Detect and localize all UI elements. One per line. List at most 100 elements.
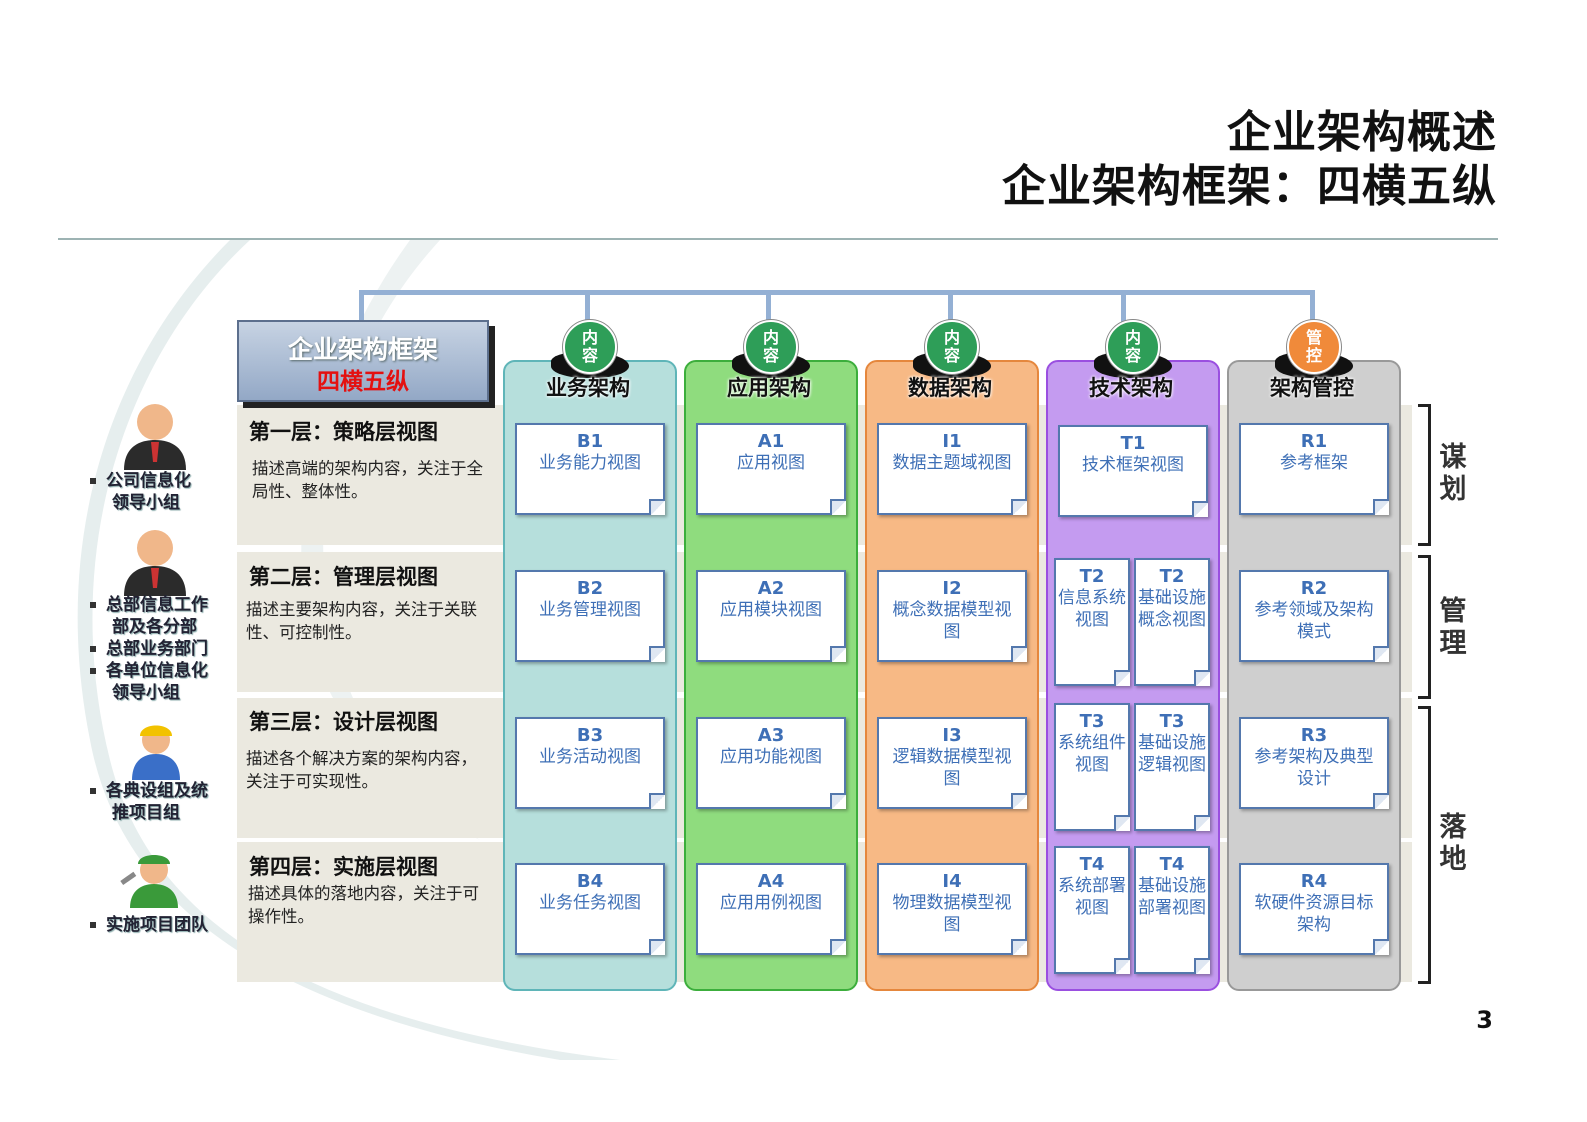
view-card-code: T1 <box>1120 433 1146 454</box>
tree-branch <box>1310 290 1315 322</box>
layer-3-desc: 描述各个解决方案的架构内容，关注于可实现性。 <box>246 749 477 791</box>
view-card-code: B3 <box>576 725 604 746</box>
manager-avatar-icon <box>124 530 186 596</box>
view-card-name: 业务管理视图 <box>539 600 641 620</box>
view-card-code: R2 <box>1300 578 1328 599</box>
page-fold-icon <box>649 646 665 662</box>
page-fold-icon <box>830 939 846 955</box>
bracket-management <box>1418 555 1431 699</box>
framework-header-title: 企业架构框架 <box>287 335 438 364</box>
view-card-name: 物理数据模型视图 <box>892 893 1012 935</box>
column-badge-text: 管控 <box>1305 328 1322 365</box>
bullet-icon <box>90 922 96 928</box>
page-fold-icon <box>1194 958 1210 974</box>
page-subtitle: 企业架构框架：四横五纵 <box>1002 161 1497 212</box>
role-line: 推项目组 <box>112 803 180 823</box>
view-card-code: I1 <box>942 431 962 452</box>
tree-branch <box>1121 290 1126 322</box>
role-group-3: 各典设组及统 推项目组 <box>90 780 208 824</box>
page-title: 企业架构概述 <box>1227 107 1497 158</box>
page-fold-icon <box>1114 815 1130 831</box>
column-badge-text: 内容 <box>943 328 960 365</box>
page-fold-icon <box>1192 501 1208 517</box>
role-line: 各典设组及统 <box>106 781 208 801</box>
column-header: 应用架构 <box>727 376 811 400</box>
layer-3-title: 第三层：设计层视图 <box>249 710 438 734</box>
view-card-code: I4 <box>942 871 962 892</box>
view-card-name: 应用功能视图 <box>720 747 822 767</box>
view-card-name: 概念数据模型视图 <box>892 600 1012 642</box>
page-fold-icon <box>830 499 846 515</box>
tree-branch <box>585 290 590 322</box>
page-fold-icon <box>1011 793 1027 809</box>
column-badge-text: 内容 <box>1124 328 1141 365</box>
side-label-management: 管理 <box>1439 596 1467 659</box>
view-card-code: A3 <box>757 725 785 746</box>
page-fold-icon <box>1373 499 1389 515</box>
role-group-1: 公司信息化 领导小组 <box>90 470 191 514</box>
column-badge: 内容 <box>1106 320 1160 374</box>
view-card-name: 逻辑数据模型视图 <box>892 747 1012 789</box>
page-fold-icon <box>1373 793 1389 809</box>
view-card-code: T2 <box>1159 566 1185 587</box>
role-group-4: 实施项目团队 <box>90 914 208 936</box>
view-card-code: T3 <box>1159 711 1185 732</box>
role-line: 实施项目团队 <box>106 915 208 935</box>
title-divider <box>58 238 1498 240</box>
page-fold-icon <box>1194 670 1210 686</box>
role-group-2: 总部信息工作 部及各分部 总部业务部门 各单位信息化 领导小组 <box>90 594 208 704</box>
bullet-icon <box>90 788 96 794</box>
view-card-code: A1 <box>757 431 785 452</box>
column-badge: 内容 <box>563 320 617 374</box>
role-line: 部及各分部 <box>112 617 197 637</box>
engineer-helmet-icon <box>132 725 180 780</box>
page-fold-icon <box>1194 815 1210 831</box>
view-card-code: B1 <box>576 431 604 452</box>
view-card-code: A4 <box>757 871 785 892</box>
page-number: 3 <box>1476 1006 1493 1034</box>
page-fold-icon <box>649 939 665 955</box>
tree-branch <box>948 290 953 322</box>
bracket-planning <box>1418 404 1431 546</box>
view-card-name: 系统部署视图 <box>1058 876 1126 918</box>
view-card-name: 数据主题域视图 <box>892 453 1012 473</box>
view-card-name: 业务能力视图 <box>539 453 641 473</box>
bullet-icon <box>90 478 96 484</box>
page-fold-icon <box>1011 646 1027 662</box>
view-card-name: 业务活动视图 <box>539 747 641 767</box>
view-card-name: 技术框架视图 <box>1082 455 1184 475</box>
column-badge-text: 内容 <box>762 328 779 365</box>
page-fold-icon <box>1011 939 1027 955</box>
view-card-name: 应用模块视图 <box>720 600 822 620</box>
page-fold-icon <box>1011 499 1027 515</box>
role-line: 各单位信息化 <box>106 661 208 681</box>
page-fold-icon <box>830 646 846 662</box>
role-line: 总部信息工作 <box>106 595 208 615</box>
side-label-landing: 落地 <box>1439 812 1467 875</box>
layer-2-desc: 描述主要架构内容，关注于关联性、可控制性。 <box>246 600 477 642</box>
role-line: 公司信息化 <box>106 471 191 491</box>
tree-branch <box>359 290 364 322</box>
layer-4-title: 第四层：实施层视图 <box>249 855 438 879</box>
framework-header-subtitle: 四横五纵 <box>317 369 409 395</box>
column-header: 业务架构 <box>546 376 630 400</box>
view-card-name: 信息系统视图 <box>1058 588 1126 630</box>
view-card-name: 基础设施概念视图 <box>1138 588 1206 630</box>
view-card-code: T2 <box>1079 566 1105 587</box>
page-fold-icon <box>1373 939 1389 955</box>
view-card-name: 参考架构及典型设计 <box>1254 747 1374 789</box>
layer-1-title: 第一层：策略层视图 <box>249 420 438 444</box>
view-card-name: 业务任务视图 <box>539 893 641 913</box>
